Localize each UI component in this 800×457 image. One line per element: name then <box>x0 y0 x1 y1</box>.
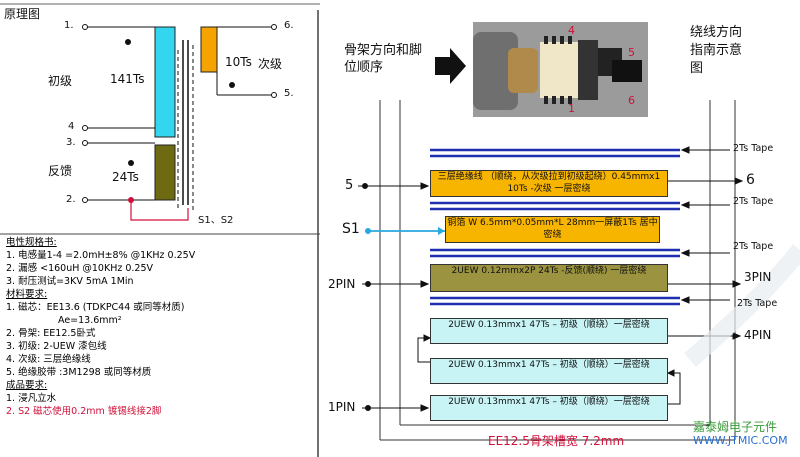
layer-primary-3: 2UEW 0.13mmx1 47Ts – 初级（顺绕）一层密绕 <box>430 318 668 344</box>
pin-2-label: 2. <box>66 194 76 205</box>
prod-spec-1: 1. 浸凡立水 <box>6 393 57 404</box>
photo-pin-6: 6 <box>628 94 635 107</box>
winding-pin-3: 3PIN <box>744 270 772 284</box>
primary-coil <box>154 26 176 138</box>
photo-pin-5: 5 <box>628 46 635 59</box>
photo-pin-1: 1 <box>568 102 575 115</box>
pin-3-label: 3. <box>66 137 76 148</box>
bobbin-width: EE12.5骨架槽宽 7.2mm <box>488 434 625 448</box>
secondary-turns: 10Ts <box>225 55 252 69</box>
tape-label-4: 2Ts Tape <box>737 298 778 309</box>
photo-caption: 骨架方向和脚位顺序 <box>344 43 423 75</box>
mat-spec-3: 3. 初级: 2-UEW 漆包线 <box>6 341 107 352</box>
elec-spec-1: 1. 电感量1-4 =2.0mH±8% @1KHz 0.25V <box>6 250 196 261</box>
feedback-coil <box>154 144 176 201</box>
schematic-title: 原理图 <box>4 7 41 21</box>
dot-primary <box>125 39 131 45</box>
mat-spec-1: 1. 磁芯：EE13.6 (TDKPC44 或同等材质) <box>6 302 185 313</box>
elec-spec-2: 2. 漏感 <160uH @10KHz 0.25V <box>6 263 153 274</box>
primary-turns: 141Ts <box>110 72 145 86</box>
winding-pin-s1: S1 <box>342 221 360 237</box>
layer-shield: 铜箔 W 6.5mm*0.05mm*L 28mm一屏蔽1Ts 居中密绕 <box>445 216 660 243</box>
layer-primary-2: 2UEW 0.13mmx1 47Ts – 初级（顺绕）一层密绕 <box>430 358 668 384</box>
tape-label-1: 2Ts Tape <box>733 143 774 154</box>
pin-4-label: 4 <box>68 121 75 132</box>
winding-pin-5: 5 <box>345 178 354 193</box>
pin-5-label: 5. <box>284 88 294 99</box>
secondary-label: 次级 <box>258 57 283 71</box>
elec-title: 电性规格书: <box>6 237 57 248</box>
dot-secondary <box>229 82 235 88</box>
mat-spec-1b: Ae=13.6mm² <box>58 315 122 326</box>
primary-label: 初级 <box>48 74 73 88</box>
elec-spec-3: 3. 耐压测试=3KV 5mA 1Min <box>6 276 134 287</box>
secondary-coil <box>200 26 218 73</box>
winding-pin-1: 1PIN <box>328 400 356 414</box>
direction-label: 绕线方向指南示意图 <box>690 25 743 76</box>
layer-feedback: 2UEW 0.12mmx2P 24Ts -反馈(顺绕) 一层密绕 <box>430 264 668 292</box>
feedback-label: 反馈 <box>48 164 73 178</box>
prod-title: 成品要求: <box>6 380 48 391</box>
prod-spec-2: 2. S2 磁芯使用0.2mm 镀锡线接2脚 <box>6 406 162 417</box>
winding-pin-2: 2PIN <box>328 277 356 291</box>
tape-label-2: 2Ts Tape <box>733 196 774 207</box>
feedback-turns: 24Ts <box>112 170 139 184</box>
shield-label: S1、S2 <box>198 215 234 226</box>
dot-feedback <box>128 160 134 166</box>
winding-pin-6: 6 <box>746 172 755 188</box>
mat-spec-4: 4. 次级: 三层绝缘线 <box>6 354 91 365</box>
pin-1-label: 1. <box>64 20 74 31</box>
layer-primary-1: 2UEW 0.13mmx1 47Ts – 初级（顺绕）一层密绕 <box>430 395 668 421</box>
photo-arrow <box>435 48 466 84</box>
tape-label-3: 2Ts Tape <box>733 241 774 252</box>
watermark-url: WWW.JTMIC.COM <box>693 434 788 447</box>
mat-spec-2: 2. 骨架: EE12.5卧式 <box>6 328 96 339</box>
winding-pin-4: 4PIN <box>744 328 772 342</box>
layer-secondary: 三层绝缘线 （顺绕，从次级拉到初级起绕）0.45mmx1 10Ts -次级 一层… <box>430 170 668 197</box>
mat-title: 材料要求: <box>6 289 48 300</box>
spec-block: 电性规格书: 1. 电感量1-4 =2.0mH±8% @1KHz 0.25V 2… <box>6 236 195 418</box>
photo-pin-4: 4 <box>568 24 575 37</box>
watermark-name: 嘉泰姆电子元件 <box>693 420 778 434</box>
shield-connection <box>130 200 189 221</box>
tape-lines <box>430 148 680 306</box>
pin-6-label: 6. <box>284 20 294 31</box>
mat-spec-5: 5. 绝缘胶带 :3M1298 或同等材质 <box>6 367 152 378</box>
